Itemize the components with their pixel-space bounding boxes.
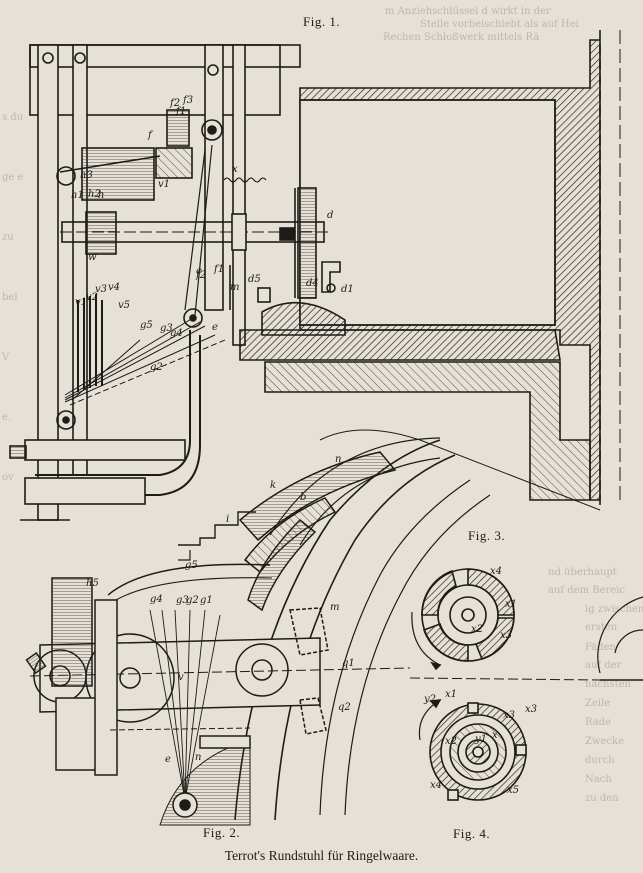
- fig1-part-label: g3: [160, 323, 173, 334]
- bleed-line: s du: [2, 112, 24, 123]
- fig2-part-label: k: [270, 480, 276, 491]
- bleed-line: e.: [2, 412, 11, 423]
- figure-3-caption: Fig. 3.: [468, 528, 506, 543]
- fig1-part-label: f2: [169, 98, 180, 109]
- fig2-part-label: e: [165, 754, 171, 765]
- fig3-part-label: x4: [490, 566, 502, 577]
- bleed-line: V: [1, 352, 10, 363]
- bleed-line: Zeile: [585, 698, 610, 709]
- bleed-line: zu den: [585, 793, 619, 804]
- bleed-line: ge e: [2, 172, 23, 183]
- fig2-part-label: n: [335, 454, 341, 465]
- fig3-part-label: x1: [505, 599, 517, 610]
- fig1-part-label: m: [230, 282, 239, 293]
- bleed-line: Fäden: [585, 642, 617, 653]
- fig1-part-label: v5: [118, 300, 130, 311]
- bleed-through-text: m Anziehschlüssel d wirkt in der Stelle …: [1, 6, 643, 804]
- fig2-part-label: q1: [342, 658, 355, 669]
- bleed-line: Rade: [585, 717, 611, 728]
- bleed-line: Nach: [585, 774, 612, 785]
- fig1-part-label: f1: [213, 264, 224, 275]
- fig4-part-label: x2: [445, 736, 457, 747]
- fig1-part-label: v2: [86, 292, 98, 303]
- bleed-line: auf dem Bereic: [548, 585, 625, 596]
- fig1-part-label: c: [196, 266, 202, 277]
- figure-2-drawing: [25, 437, 491, 826]
- fig1-part-label: h: [98, 190, 104, 201]
- fig2-part-label: g1: [200, 595, 213, 606]
- bleed-line: ersten: [585, 622, 618, 633]
- fig4-part-label: x4: [430, 780, 442, 791]
- fig2-part-label: g3: [176, 595, 189, 606]
- bleed-line: Stelle vorbeischiebt als auf Hei: [420, 19, 579, 30]
- bleed-line: m Anziehschlüssel d wirkt in der: [385, 6, 551, 17]
- fig1-part-label: d5: [248, 274, 261, 285]
- fig1-part-label: d1: [341, 284, 354, 295]
- bleed-line: bel: [2, 292, 18, 303]
- bleed-line: nächsten: [585, 679, 632, 690]
- fig2-part-label: m: [330, 602, 339, 613]
- fig3-part-label: x2: [471, 624, 483, 635]
- figure-1-caption: Fig. 1.: [303, 14, 341, 29]
- figure-1-drawing: [9, 30, 621, 521]
- fig1-part-label: x: [232, 164, 238, 175]
- fig1-part-label: h2: [88, 189, 101, 200]
- bleed-line: auf der: [585, 660, 622, 671]
- fig1-part-label: h3: [80, 170, 93, 181]
- bleed-line: ig zwischen: [585, 604, 643, 615]
- figure-2-caption: Fig. 2.: [203, 825, 241, 840]
- fig4-part-label: x: [492, 730, 498, 741]
- fig1-part-label: f: [147, 130, 154, 141]
- bleed-line: nd überhaupt: [548, 567, 617, 578]
- figure-4-caption: Fig. 4.: [453, 826, 491, 841]
- fig4-part-label: x1: [445, 689, 457, 700]
- fig1-part-label: e: [212, 322, 218, 333]
- plate-title: Terrot's Rundstuhl für Ringelwaare.: [224, 848, 419, 863]
- figure-4-drawing: [418, 699, 527, 801]
- fig2-part-label: v: [178, 672, 184, 683]
- fig1-part-label: v3: [95, 284, 107, 295]
- fig3-part-label: x3: [500, 630, 512, 641]
- bleed-line: Zwecke: [585, 736, 624, 747]
- fig2-part-label: g2: [186, 595, 199, 606]
- bleed-line: ov: [2, 472, 14, 483]
- fig1-part-label: g4: [170, 328, 183, 339]
- bleed-line: zu: [2, 232, 14, 243]
- fig4-part-label: x3: [503, 710, 515, 721]
- fig1-part-label: f2: [195, 270, 206, 281]
- fig1-part-label: v4: [108, 282, 120, 293]
- fig4-part-label: x3: [525, 704, 537, 715]
- fig1-part-label: g2: [150, 362, 163, 373]
- fig2-part-label: g5: [185, 560, 198, 571]
- fig1-part-label: v1: [158, 179, 170, 190]
- fig2-part-label: q2: [338, 702, 351, 713]
- fig4-part-label: y2: [423, 694, 436, 705]
- fig2-part-label: i: [226, 514, 229, 525]
- figure-3-drawing: [409, 568, 643, 681]
- fig1-part-label: g5: [140, 320, 153, 331]
- fig1-part-label: v1: [75, 297, 87, 308]
- fig2-part-label: g4: [150, 594, 163, 605]
- fig4-part-label: x5: [507, 785, 519, 796]
- fig2-part-label: h5: [86, 578, 99, 589]
- bleed-line: Rechen Schloßwerk mittels Rä: [383, 32, 539, 43]
- fig4-part-label: y1: [474, 734, 487, 745]
- fig1-part-label: f3: [182, 95, 193, 106]
- fig1-part-label: w: [88, 252, 97, 263]
- fig1-part-label: d4: [306, 278, 319, 289]
- fig1-part-label: f1: [175, 106, 186, 117]
- fig2-part-label: n: [195, 752, 201, 763]
- bleed-line: durch: [585, 755, 615, 766]
- fig2-part-label: b: [300, 492, 306, 503]
- fig1-part-label: h1: [71, 190, 84, 201]
- fig1-part-label: d: [327, 210, 333, 221]
